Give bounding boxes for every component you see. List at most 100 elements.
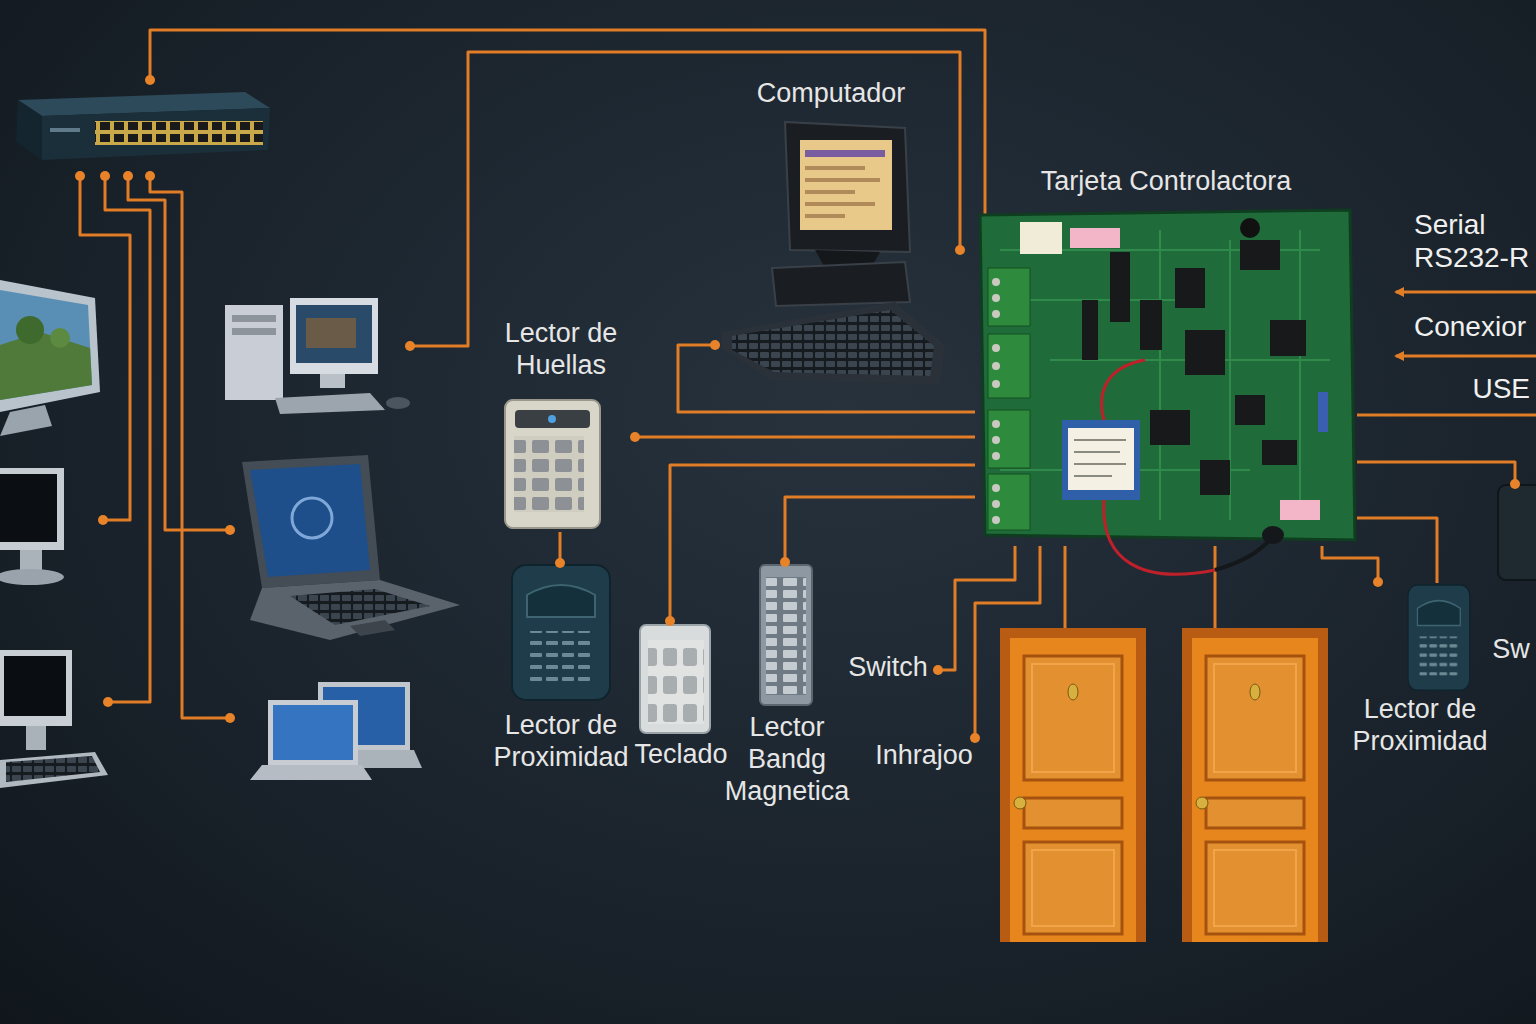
- door-icon: [1182, 628, 1328, 942]
- monitor-icon: [0, 569, 64, 585]
- device-node: Sw: [1488, 484, 1534, 670]
- fingerprint-reader: [515, 410, 590, 428]
- wire-dot: [405, 341, 415, 351]
- controller-board: [1074, 440, 1126, 476]
- connection-label: Serial RS232-R: [1414, 208, 1532, 274]
- controller-board: [992, 294, 1000, 302]
- wire-dot: [1510, 479, 1520, 489]
- reader-device: [1498, 485, 1536, 580]
- connection-label: Conexior: [1414, 310, 1526, 343]
- controller-board: [992, 344, 1000, 352]
- controller-board: [992, 452, 1000, 460]
- laptop-icon: [350, 620, 395, 636]
- controller-board: [1104, 500, 1215, 574]
- controller-board: [988, 334, 1030, 398]
- desktop-icon: [232, 315, 276, 322]
- laptop-icon: [250, 682, 422, 780]
- monitor-icon: [0, 468, 64, 550]
- controller-board: [1140, 300, 1162, 350]
- wire-dot: [123, 171, 133, 181]
- controller-board: [1270, 320, 1306, 356]
- laptop-icon: [242, 455, 460, 640]
- device-label: Switch: [848, 652, 928, 684]
- wire-dot: [225, 713, 235, 723]
- laptop-icon: [250, 464, 370, 577]
- controller-board: [1262, 440, 1297, 465]
- device-node: Switch: [838, 650, 938, 690]
- controller-board: [992, 484, 1000, 492]
- controller-board: [1215, 538, 1272, 570]
- desktop-icon: [320, 374, 345, 388]
- controller-board: [1280, 500, 1320, 520]
- monitor-icon: [20, 550, 42, 570]
- device-node: Teclado: [630, 621, 732, 779]
- device-node: Lector de Proximidad: [1338, 582, 1502, 772]
- network-switch: [16, 100, 42, 160]
- network-switch: [95, 121, 263, 145]
- device-node: Lector Bandg Magnetica: [712, 562, 862, 814]
- computer-icon: [0, 650, 72, 726]
- computer-icon: [772, 262, 910, 306]
- wire-dot: [555, 558, 565, 568]
- controller-board: [1068, 428, 1134, 490]
- computer-icon: [722, 302, 945, 385]
- wire: [1396, 291, 1536, 294]
- fingerprint-reader: [514, 436, 584, 512]
- laptop-icon: [250, 765, 372, 780]
- computer-icon: [805, 150, 885, 157]
- wire-dot: [780, 557, 790, 567]
- reader-device: [1498, 485, 1536, 580]
- fingerprint-reader: [505, 400, 600, 528]
- computer-icon: [785, 122, 910, 252]
- connector-wire: [975, 546, 1040, 738]
- computer-icon: [805, 166, 865, 170]
- door-icon: [1000, 628, 1146, 942]
- controller-board: [992, 516, 1000, 524]
- wire-dot: [225, 525, 235, 535]
- controller-board: [980, 210, 1355, 574]
- wire: [1357, 518, 1437, 583]
- device-node: Lector de Proximidad: [482, 563, 640, 808]
- door-icon: [1000, 628, 1328, 942]
- monitor-icon: [0, 332, 92, 400]
- wire: [128, 176, 230, 530]
- device-node: Inhrajoo: [864, 738, 984, 778]
- controller-board: [1102, 360, 1145, 420]
- device-node: Tarjeta Controlactora: [975, 164, 1357, 546]
- controller-board: [1020, 222, 1062, 254]
- computer-icon: [722, 122, 945, 385]
- wire: [410, 52, 960, 346]
- wire: [1064, 546, 1067, 628]
- device-label: Computador: [757, 78, 906, 110]
- wire-dot: [145, 75, 155, 85]
- controller-board: [992, 278, 1000, 524]
- wire: [1396, 355, 1536, 358]
- monitor-icon: [0, 405, 52, 436]
- controller-board: [992, 310, 1000, 318]
- wire: [1214, 546, 1217, 628]
- monitor-icon: [0, 280, 100, 412]
- wire: [105, 176, 150, 702]
- magnetic-card-reader: [760, 565, 812, 705]
- controller-board: [1240, 240, 1280, 270]
- device-label: Lector de Proximidad: [485, 710, 637, 774]
- fingerprint-reader: [548, 415, 556, 423]
- connector-wire: [635, 436, 975, 439]
- desktop-icon: [386, 397, 410, 409]
- keypad-device: [648, 640, 704, 724]
- desktop-icon: [232, 328, 276, 335]
- network-switch: [50, 128, 80, 132]
- computer-icon: [805, 178, 880, 182]
- desktop-icon: [275, 393, 385, 414]
- computer-icon: [4, 656, 66, 716]
- laptop-icon: [273, 705, 353, 760]
- device-label: Lector de Huellas: [491, 318, 631, 382]
- laptop-icon: [250, 580, 460, 640]
- fingerprint-reader: [505, 400, 600, 528]
- controller-board: [1262, 526, 1284, 544]
- keypad-device: [640, 625, 710, 733]
- controller-board: [1318, 392, 1328, 432]
- device-label: Teclado: [634, 739, 727, 771]
- controller-board: [1082, 300, 1098, 360]
